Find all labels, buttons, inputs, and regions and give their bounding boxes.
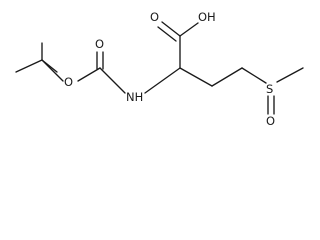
bond-ester-o-to-carbamate-c [77, 67, 101, 82]
atom-label-amide-nh: NH [126, 90, 143, 104]
atom-label-ester-o: O [64, 75, 73, 89]
bond-gamma-c-to-s [241, 67, 267, 84]
bond-tbutyl-to-ester-o [41, 59, 64, 82]
bond-alpha-c-to-beta-c [179, 67, 213, 87]
bond-nh-to-alpha-c [144, 67, 181, 94]
bond-carboxyl-c-to-oh [179, 22, 199, 37]
bond-beta-c-to-gamma-c [211, 67, 243, 87]
bond-tbutyl-methyl-left [15, 59, 43, 73]
atom-label-sulfur: S [266, 82, 273, 96]
molecule-structure-diagram: OH O NH O O S O [15, 10, 304, 128]
atom-label-carboxyl-o: O [150, 10, 159, 24]
atom-label-carboxyl-oh: OH [198, 10, 216, 24]
atom-label-sulfoxide-o: O [266, 114, 275, 128]
bond-carbamate-c-to-nh [99, 67, 126, 94]
bond-s-to-methyl [276, 67, 304, 83]
atom-label-carbamate-o: O [95, 37, 104, 51]
bond-carboxyl-carbonyl-2 [157, 26, 177, 42]
bond-carboxyl-carbonyl-1 [161, 21, 181, 37]
